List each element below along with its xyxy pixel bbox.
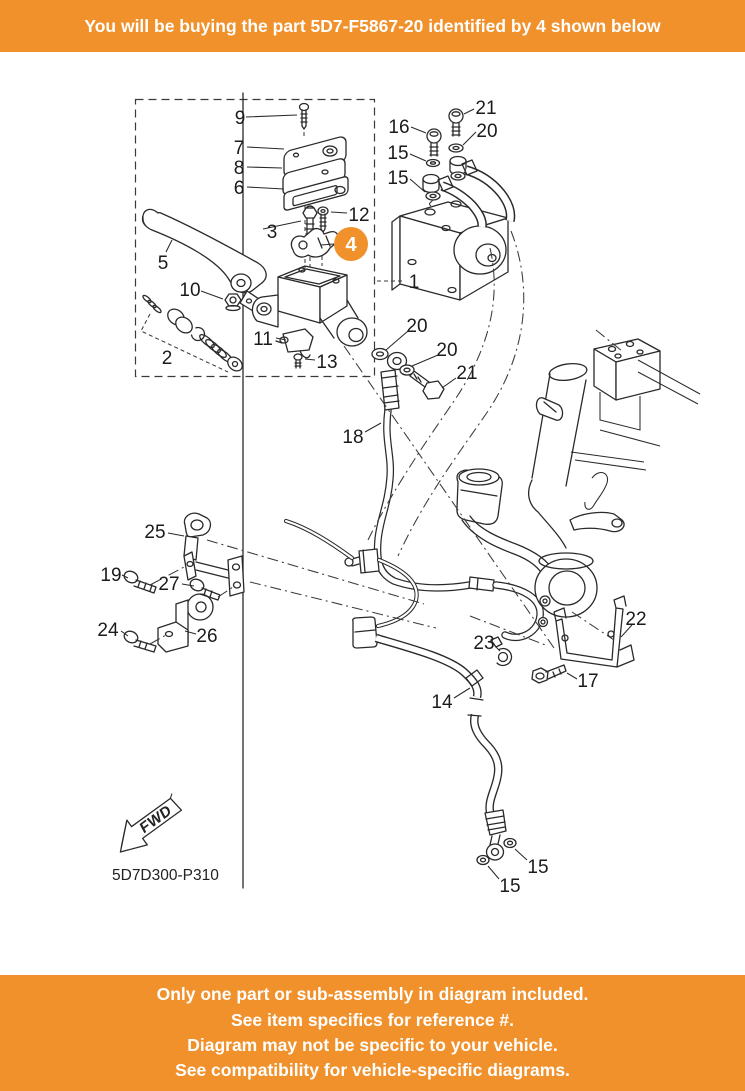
- callout-26: 26: [196, 626, 217, 647]
- callout-18: 18: [342, 427, 363, 448]
- callout-13: 13: [316, 352, 337, 373]
- callout-2: 2: [162, 348, 173, 369]
- callout-3: 3: [267, 222, 278, 243]
- master-cylinder-body: [251, 265, 368, 347]
- diagram-code: 5D7D300-P310: [112, 867, 219, 884]
- callout-16: 16: [388, 117, 409, 138]
- callout-25: 25: [144, 522, 165, 543]
- fwd-label: FWD: [138, 801, 175, 837]
- callout-17: 17: [577, 671, 598, 692]
- bolt-3: [302, 205, 318, 268]
- brake-lever: [141, 208, 267, 312]
- footer-banner: Only one part or sub-assembly in diagram…: [0, 975, 745, 1091]
- abs-unit: [391, 108, 516, 301]
- fwd-arrow: FWD: [119, 793, 183, 853]
- callout-15: 15: [387, 168, 408, 189]
- highlighted-part-marker: 4: [334, 227, 368, 261]
- triple-clamp: [456, 338, 701, 628]
- callout-20: 20: [406, 316, 427, 337]
- brake-hose-14: [352, 616, 517, 866]
- callout-14: 14: [431, 692, 453, 713]
- footer-line-4: See compatibility for vehicle-specific d…: [175, 1060, 570, 1081]
- mount-brackets: [123, 512, 245, 653]
- callout-24: 24: [97, 620, 119, 641]
- callout-27: 27: [158, 574, 179, 595]
- callout-20: 20: [476, 121, 497, 142]
- callout-22: 22: [625, 609, 646, 630]
- footer-line-1: Only one part or sub-assembly in diagram…: [156, 984, 589, 1005]
- callout-10: 10: [179, 280, 200, 301]
- clamp-11: [275, 328, 314, 369]
- callout-labels: 9 7 8 6 12 3 5 10 1 11 2 13 16 21 20 15 …: [97, 98, 646, 897]
- callout-20: 20: [436, 340, 457, 361]
- diagram-frame: [134, 92, 376, 889]
- footer-line-3: Diagram may not be specific to your vehi…: [187, 1035, 558, 1055]
- callout-23: 23: [473, 633, 494, 654]
- header-text: You will be buying the part 5D7-F5867-20…: [84, 15, 661, 36]
- reservoir-cap-stack: [282, 136, 349, 232]
- callout-15: 15: [527, 857, 548, 878]
- header-banner: You will be buying the part 5D7-F5867-20…: [0, 0, 745, 52]
- leader-lines: [120, 108, 633, 880]
- callout-21: 21: [456, 363, 477, 384]
- callout-7: 7: [234, 138, 245, 159]
- callout-5: 5: [158, 253, 169, 274]
- brake-hose-18: [283, 347, 544, 642]
- nut-10: [224, 293, 242, 312]
- highlighted-part-number: 4: [345, 234, 357, 256]
- callout-6: 6: [234, 178, 245, 199]
- callout-19: 19: [100, 565, 121, 586]
- footer-line-2: See item specifics for reference #.: [230, 1009, 515, 1030]
- screw-9: [298, 102, 310, 139]
- piston-kit-2: [140, 294, 243, 373]
- part-4-joint: [290, 227, 339, 268]
- callout-15: 15: [499, 876, 520, 897]
- callout-8: 8: [234, 158, 245, 179]
- phantom-lines: [149, 230, 623, 649]
- callout-12: 12: [348, 205, 369, 226]
- callout-11: 11: [253, 329, 273, 350]
- callout-1: 1: [409, 272, 420, 293]
- callout-15: 15: [387, 143, 408, 164]
- screw-12: [317, 206, 329, 233]
- callout-21: 21: [475, 98, 496, 119]
- callout-9: 9: [235, 108, 246, 129]
